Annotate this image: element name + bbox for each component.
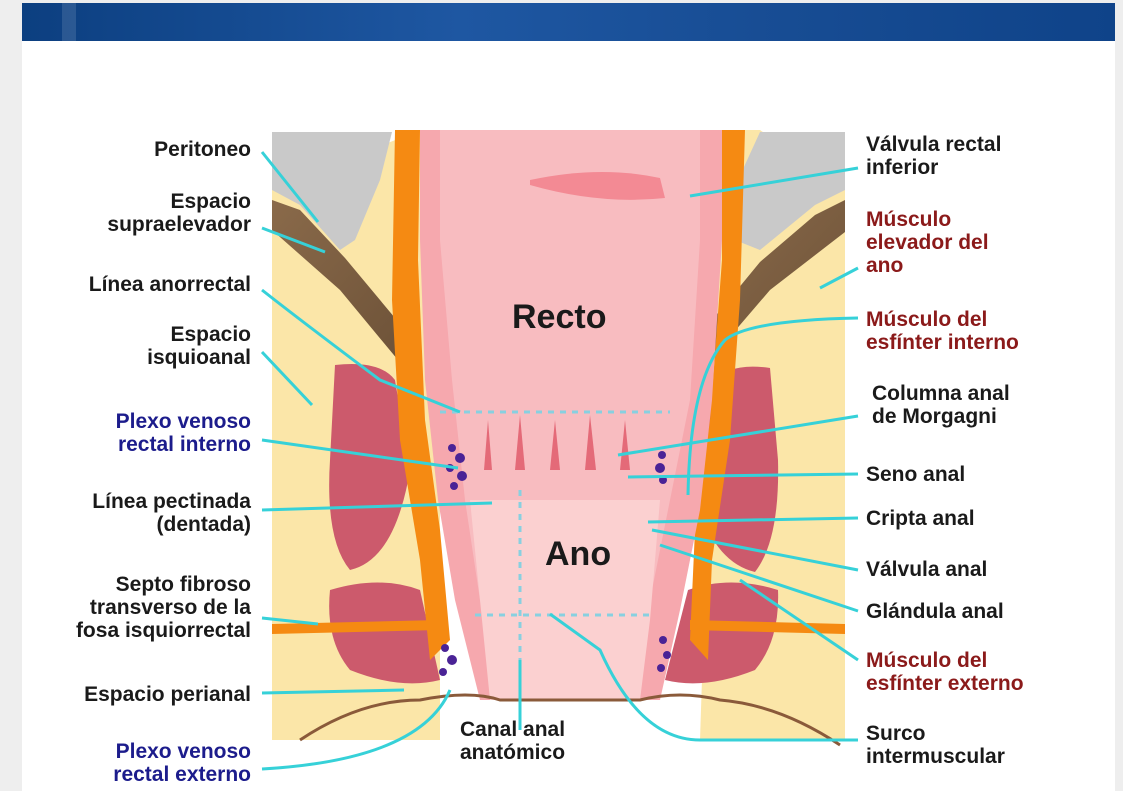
label-cripta-anal: Cripta anal (866, 507, 975, 530)
region-recto: Recto (512, 298, 606, 337)
label-valvula-anal: Válvula anal (866, 558, 987, 581)
label-columna-anal-morgagni: Columna analde Morgagni (872, 382, 1010, 428)
label-espacio-perianal: Espacio perianal (84, 683, 251, 706)
label-glandula-anal: Glándula anal (866, 600, 1004, 623)
label-canal-anal-anatomico: Canal analanatómico (460, 718, 565, 764)
label-musculo-elevador-del-ano: Músculoelevador delano (866, 208, 989, 277)
label-linea-pectinada: Línea pectinada(dentada) (92, 490, 251, 536)
label-surco-intermuscular: Surcointermuscular (866, 722, 1005, 768)
label-valvula-rectal-inferior: Válvula rectalinferior (866, 133, 1001, 179)
label-plexo-venoso-rectal-interno: Plexo venosorectal interno (116, 410, 251, 456)
label-espacio-isquioanal: Espacioisquioanal (147, 323, 251, 369)
label-espacio-supraelevador: Espaciosupraelevador (107, 190, 251, 236)
label-peritoneo: Peritoneo (154, 138, 251, 161)
region-ano: Ano (545, 535, 611, 574)
label-seno-anal: Seno anal (866, 463, 965, 486)
label-musculo-esfinter-interno: Músculo delesfínter interno (866, 308, 1019, 354)
label-plexo-venoso-rectal-externo: Plexo venosorectal externo (113, 740, 251, 786)
label-musculo-esfinter-externo: Músculo delesfínter externo (866, 649, 1024, 695)
label-linea-anorrectal: Línea anorrectal (89, 273, 251, 296)
label-septo-fibroso: Septo fibrosotransverso de lafosa isquio… (76, 573, 251, 642)
anal-canal-skin (470, 500, 660, 700)
